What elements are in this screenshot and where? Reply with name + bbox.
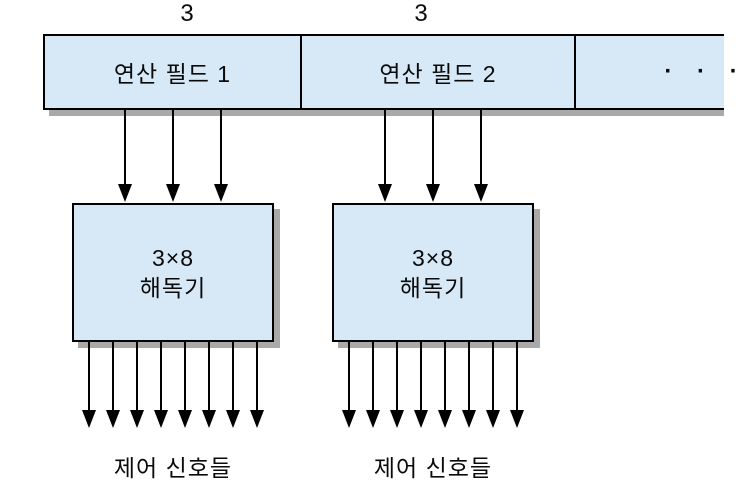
operation-field-1-cell: 연산 필드 1 (45, 36, 302, 108)
output-arrow-icon (226, 342, 240, 428)
decoder-2-box: 3×8 해독기 (332, 203, 534, 342)
operation-field-2-cell: 연산 필드 2 (302, 36, 576, 108)
output-arrow-icon (366, 342, 380, 428)
output-arrow-icon (486, 342, 500, 428)
ellipsis-dots: · · · (664, 58, 736, 85)
output-arrow-icon (154, 342, 168, 428)
input-arrow-icon (426, 110, 440, 202)
bar-drop-shadow (49, 110, 724, 116)
output-arrow-icon (202, 342, 216, 428)
input-arrow-icon (474, 110, 488, 202)
output-arrow-icon (106, 342, 120, 428)
decoder-1-size-label: 3×8 (151, 244, 194, 271)
instruction-register-bar: 연산 필드 1 연산 필드 2 (43, 34, 724, 110)
decoder-1-box: 3×8 해독기 (72, 203, 274, 342)
output-arrow-icon (510, 342, 524, 428)
control-signals-label-2: 제어 신호들 (373, 455, 493, 481)
bus-width-label-2: 3 (414, 0, 428, 27)
control-signals-label-1: 제어 신호들 (113, 455, 233, 481)
output-arrow-icon (130, 342, 144, 428)
bus-width-label-1: 3 (180, 0, 194, 27)
decoder-2-name-label: 해독기 (399, 274, 467, 301)
input-arrow-icon (166, 110, 180, 202)
output-arrow-icon (438, 342, 452, 428)
decoder-2-size-label: 3×8 (411, 244, 454, 271)
operation-field-1-label: 연산 필드 1 (113, 61, 232, 87)
input-arrow-icon (214, 110, 228, 202)
decoder-1-name-label: 해독기 (139, 274, 207, 301)
operation-field-2-label: 연산 필드 2 (379, 61, 497, 87)
input-arrow-icon (378, 110, 392, 202)
output-arrow-icon (342, 342, 356, 428)
output-arrow-icon (462, 342, 476, 428)
output-arrow-icon (390, 342, 404, 428)
output-arrow-icon (82, 342, 96, 428)
input-arrow-icon (118, 110, 132, 202)
output-arrow-icon (250, 342, 264, 428)
output-arrow-icon (414, 342, 428, 428)
output-arrow-icon (178, 342, 192, 428)
